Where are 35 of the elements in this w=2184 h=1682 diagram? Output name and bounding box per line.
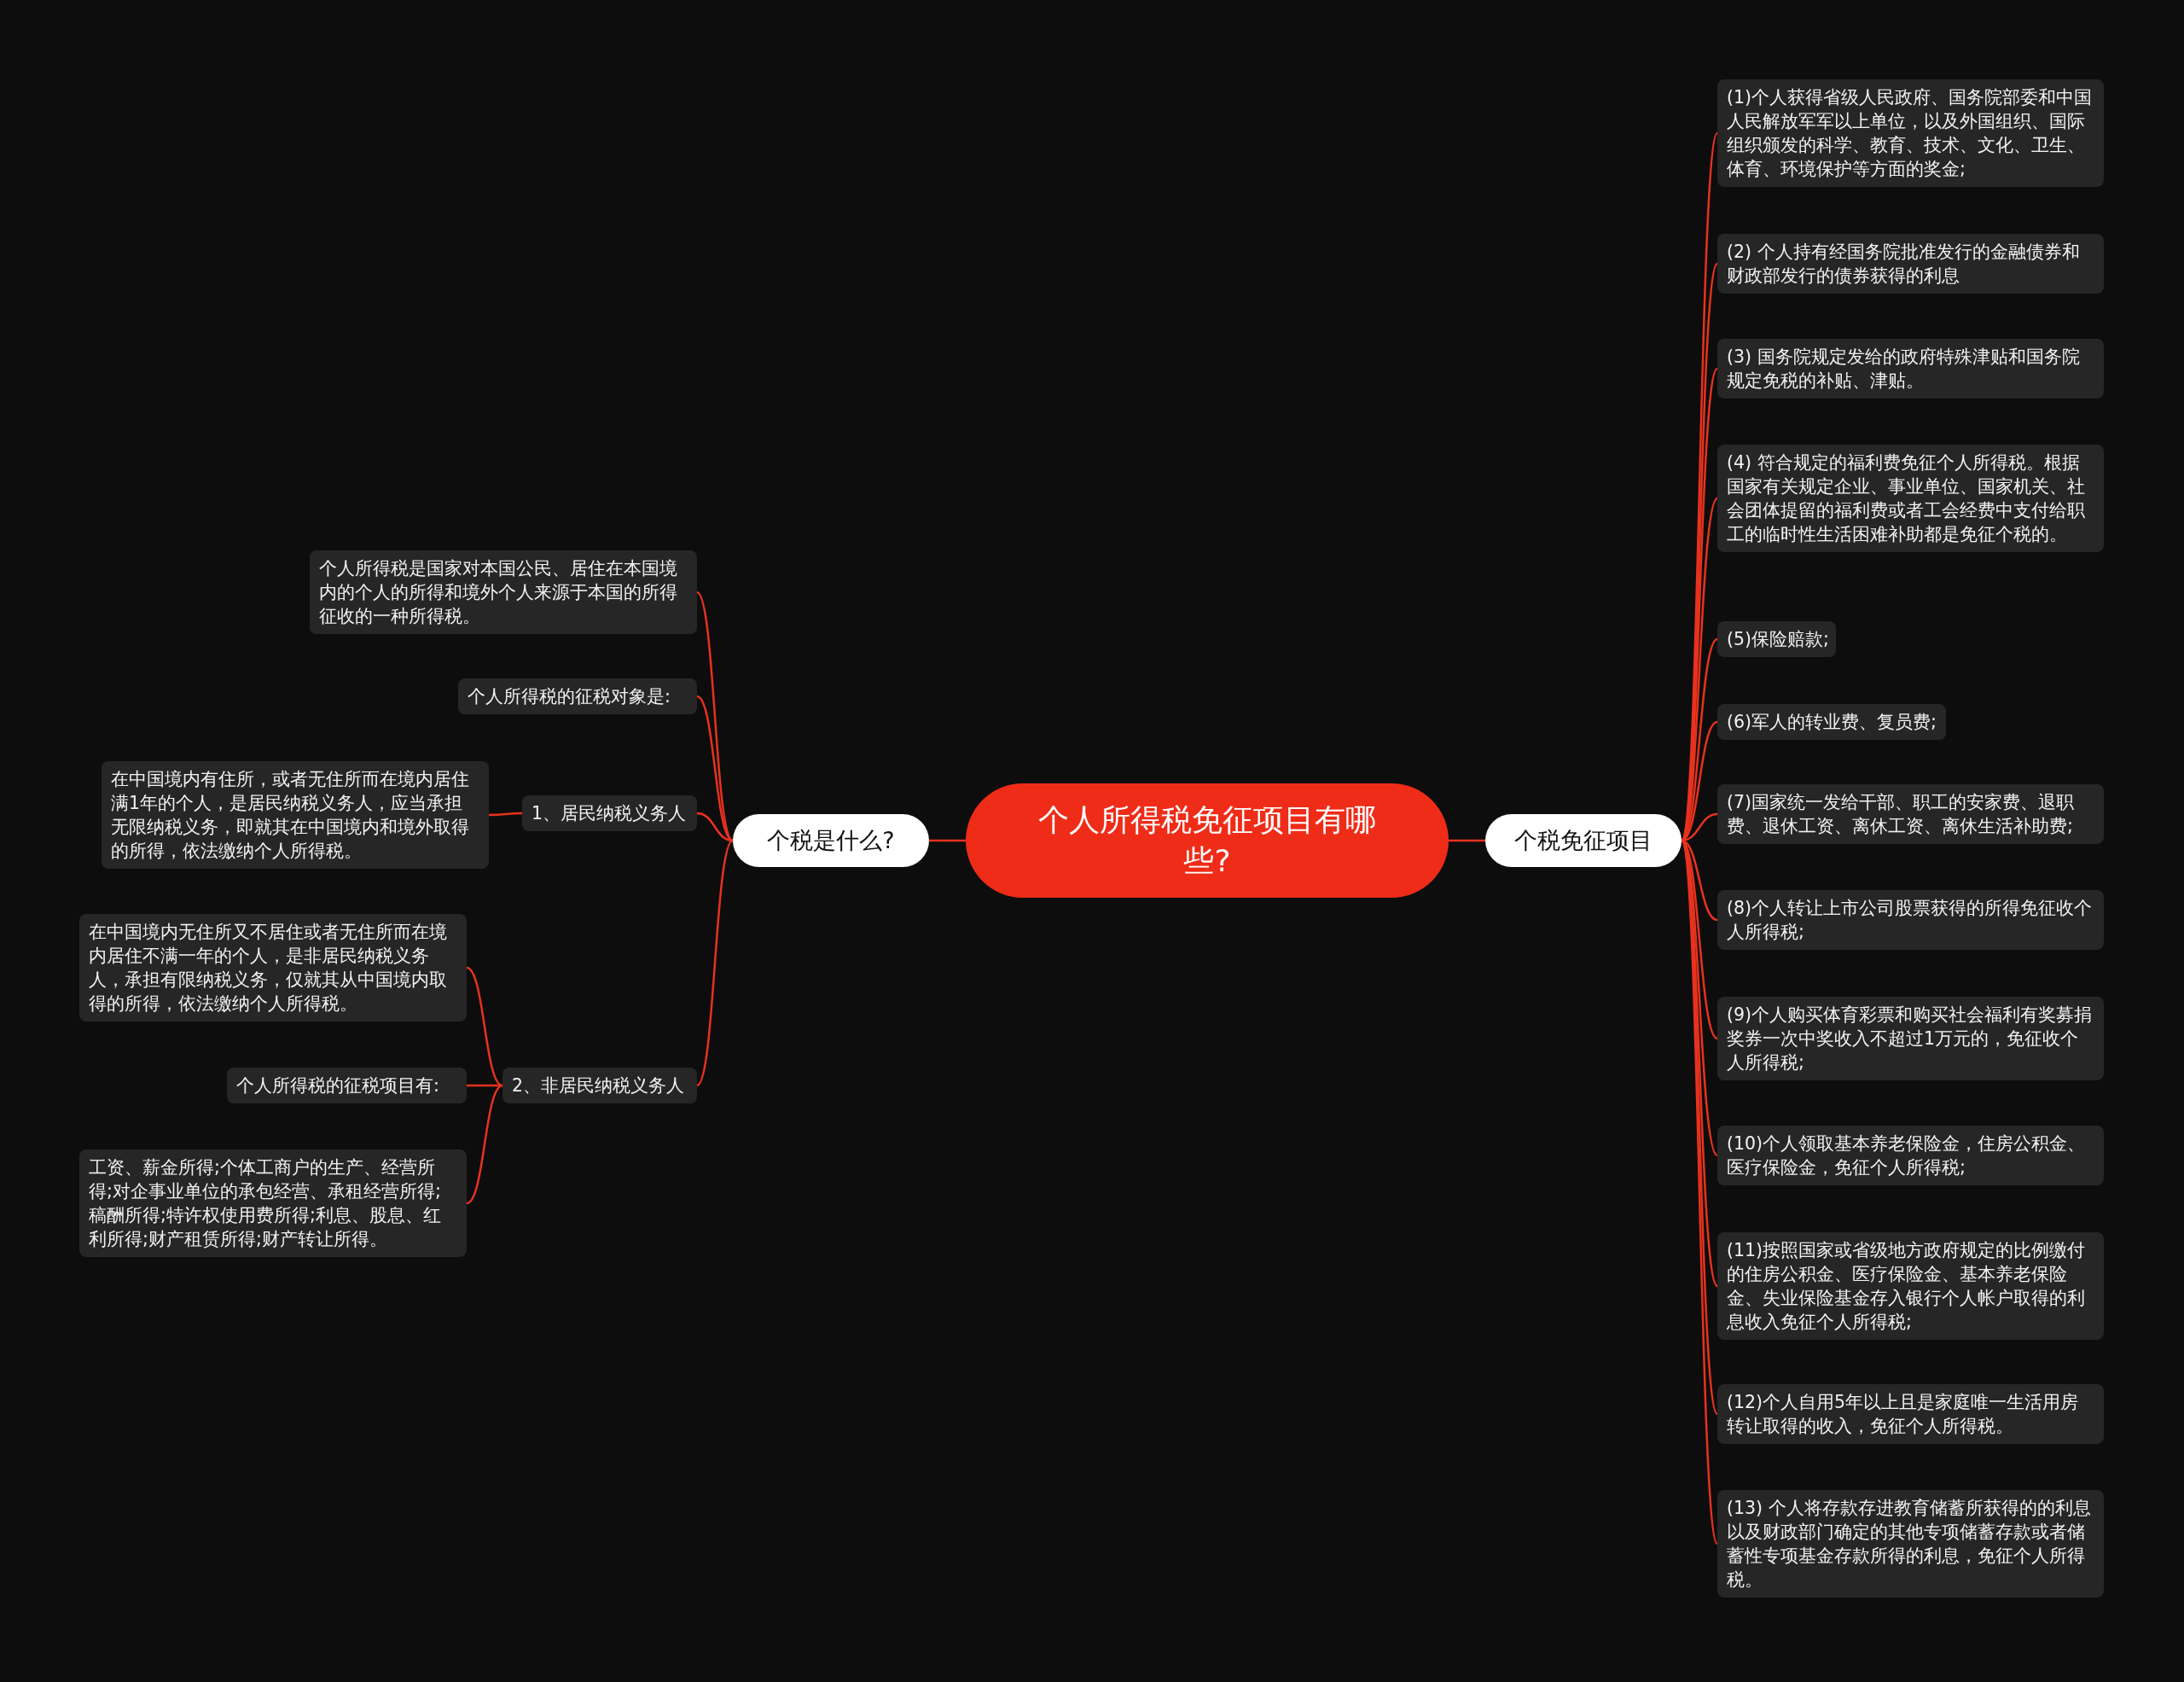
connector-line	[467, 1084, 502, 1087]
topic-card: (8)个人转让上市公司股票获得的所得免征收个人所得税;	[1717, 890, 2104, 950]
topic-card: (10)个人领取基本养老保险金，住房公积金、医疗保险金，免征个人所得税;	[1717, 1126, 2104, 1185]
topic-card: (9)个人购买体育彩票和购买社会福利有奖募捐奖券一次中奖收入不超过1万元的，免征收个人所得税;	[1717, 997, 2104, 1080]
topic-card: (7)国家统一发给干部、职工的安家费、退职费、退休工资、离休工资、离休生活补助费;	[1717, 784, 2104, 844]
topic-card: 个人所得税的征税项目有:	[227, 1068, 467, 1103]
topic-card: (11)按照国家或省级地方政府规定的比例缴付的住房公积金、医疗保险金、基本养老保险金、失业保险基金存入银行个人帐户取得的利息收入免征个人所得税;	[1717, 1232, 2104, 1340]
connector-line	[929, 839, 966, 842]
topic-card: 1、居民纳税义务人	[522, 795, 697, 831]
topic-card: (4) 符合规定的福利费免征个人所得税。根据国家有关规定企业、事业单位、国家机关、社会团体提留的福利费或者工会经费中支付给职工的临时性生活困难补助都是免征个税的。	[1717, 445, 2104, 552]
topic-card: (13) 个人将存款存进教育储蓄所获得的的利息以及财政部门确定的其他专项储蓄存款或者储蓄性专项基金存款所得的利息，免征个人所得税。	[1717, 1490, 2104, 1598]
connector-line	[466, 1084, 503, 1205]
topic-card: 个人所得税的征税对象是:	[458, 678, 697, 714]
connector-line	[1449, 839, 1485, 842]
topic-card: (2) 个人持有经国务院批准发行的金融债券和财政部发行的债券获得的利息	[1717, 234, 2104, 294]
topic-pill: 个税是什么?	[733, 814, 929, 867]
topic-card: (6)军人的转业费、复员费;	[1717, 704, 1946, 740]
connector-line	[696, 695, 734, 842]
connector-line	[696, 812, 734, 842]
connector-line	[696, 591, 734, 841]
connector-line	[1680, 840, 1719, 1545]
connector-line	[466, 966, 503, 1087]
topic-card: (5)保险赔款;	[1717, 621, 1836, 657]
topic-card: (12)个人自用5年以上且是家庭唯一生活用房转让取得的收入，免征个人所得税。	[1717, 1384, 2104, 1444]
topic-card: 个人所得税是国家对本国公民、居住在本国境内的个人的所得和境外个人来源于本国的所得征收的一种所得税。	[310, 550, 697, 634]
topic-card: 在中国境内有住所，或者无住所而在境内居住满1年的个人，是居民纳税义务人，应当承担无限纳税义务，即就其在中国境内和境外取得的所得，依法缴纳个人所得税。	[102, 761, 489, 869]
topic-card: 2、非居民纳税义务人	[502, 1068, 697, 1103]
connector-line	[489, 812, 522, 817]
topic-card: (1)个人获得省级人民政府、国务院部委和中国人民解放军军以上单位，以及外国组织、国际组织颁发的科学、教育、技术、文化、卫生、体育、环境保护等方面的奖金;	[1717, 79, 2104, 187]
connector-line	[696, 840, 734, 1086]
topic-card: 工资、薪金所得;个体工商户的生产、经营所得;对企事业单位的承包经营、承租经营所得;稿酬所得;特许权使用费所得;利息、股息、红利所得;财产租赁所得;财产转让所得。	[79, 1149, 467, 1257]
central-topic: 个人所得税免征项目有哪些?	[966, 783, 1449, 898]
topic-card: 在中国境内无住所又不居住或者无住所而在境内居住不满一年的个人，是非居民纳税义务人，承担有限纳税义务，仅就其从中国境内取得的所得，依法缴纳个人所得税。	[79, 914, 467, 1021]
topic-card: (3) 国务院规定发给的政府特殊津贴和国务院规定免税的补贴、津贴。	[1717, 339, 2104, 399]
topic-pill: 个税免征项目	[1485, 814, 1682, 867]
